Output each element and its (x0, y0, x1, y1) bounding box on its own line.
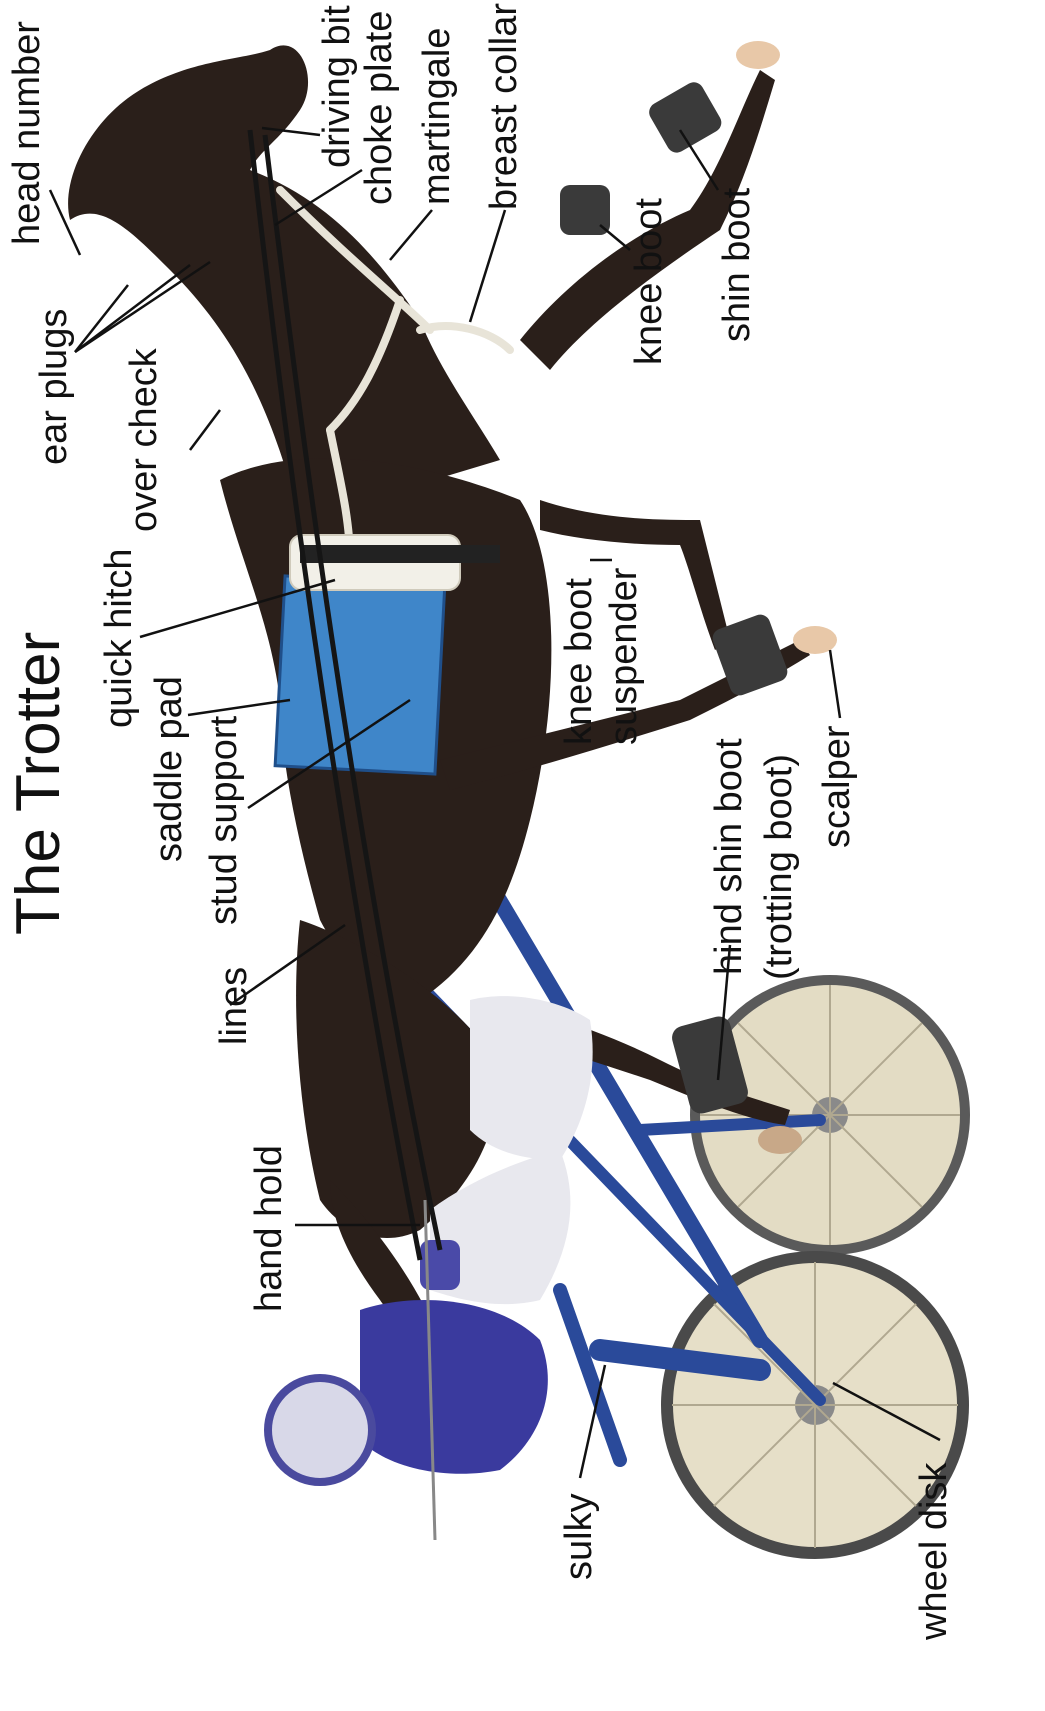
label-knee-boot: knee boot (630, 198, 668, 365)
label-shin-boot: shin boot (718, 188, 756, 342)
label-martingale: martingale (418, 28, 456, 205)
label-driving-bit: driving bit (318, 5, 356, 168)
label-breast-collar: breast collar (485, 3, 523, 210)
label-scalper: scalper (818, 726, 856, 849)
sulky-wheel-rear (695, 980, 965, 1250)
label-saddle-pad: saddle pad (150, 676, 188, 862)
label-stud-support: stud support (205, 716, 243, 925)
label-over-check: over check (125, 348, 163, 532)
label-hand-hold: hand hold (250, 1145, 288, 1312)
label-hind-shin-boot-line1: hind shin boot (710, 738, 748, 975)
hind-hoof-2 (758, 1126, 802, 1154)
label-quick-hitch: quick hitch (100, 548, 138, 728)
hind-hoof (793, 626, 837, 654)
label-head-number: head number (8, 21, 46, 245)
label-hind-shin-boot-line2: (trotting boot) (760, 754, 798, 980)
label-sulky: sulky (560, 1493, 598, 1580)
diagram-title: The Trotter (8, 632, 70, 935)
label-lines: lines (215, 967, 253, 1045)
front-hoof (736, 41, 780, 69)
label-knee-boot-suspender-line2: suspender (605, 568, 643, 745)
label-choke-plate: choke plate (360, 11, 398, 205)
label-knee-boot-suspender-line1: knee boot (560, 578, 598, 745)
label-ear-plugs: ear plugs (35, 309, 73, 465)
label-wheel-disk: wheel disk (915, 1463, 953, 1640)
